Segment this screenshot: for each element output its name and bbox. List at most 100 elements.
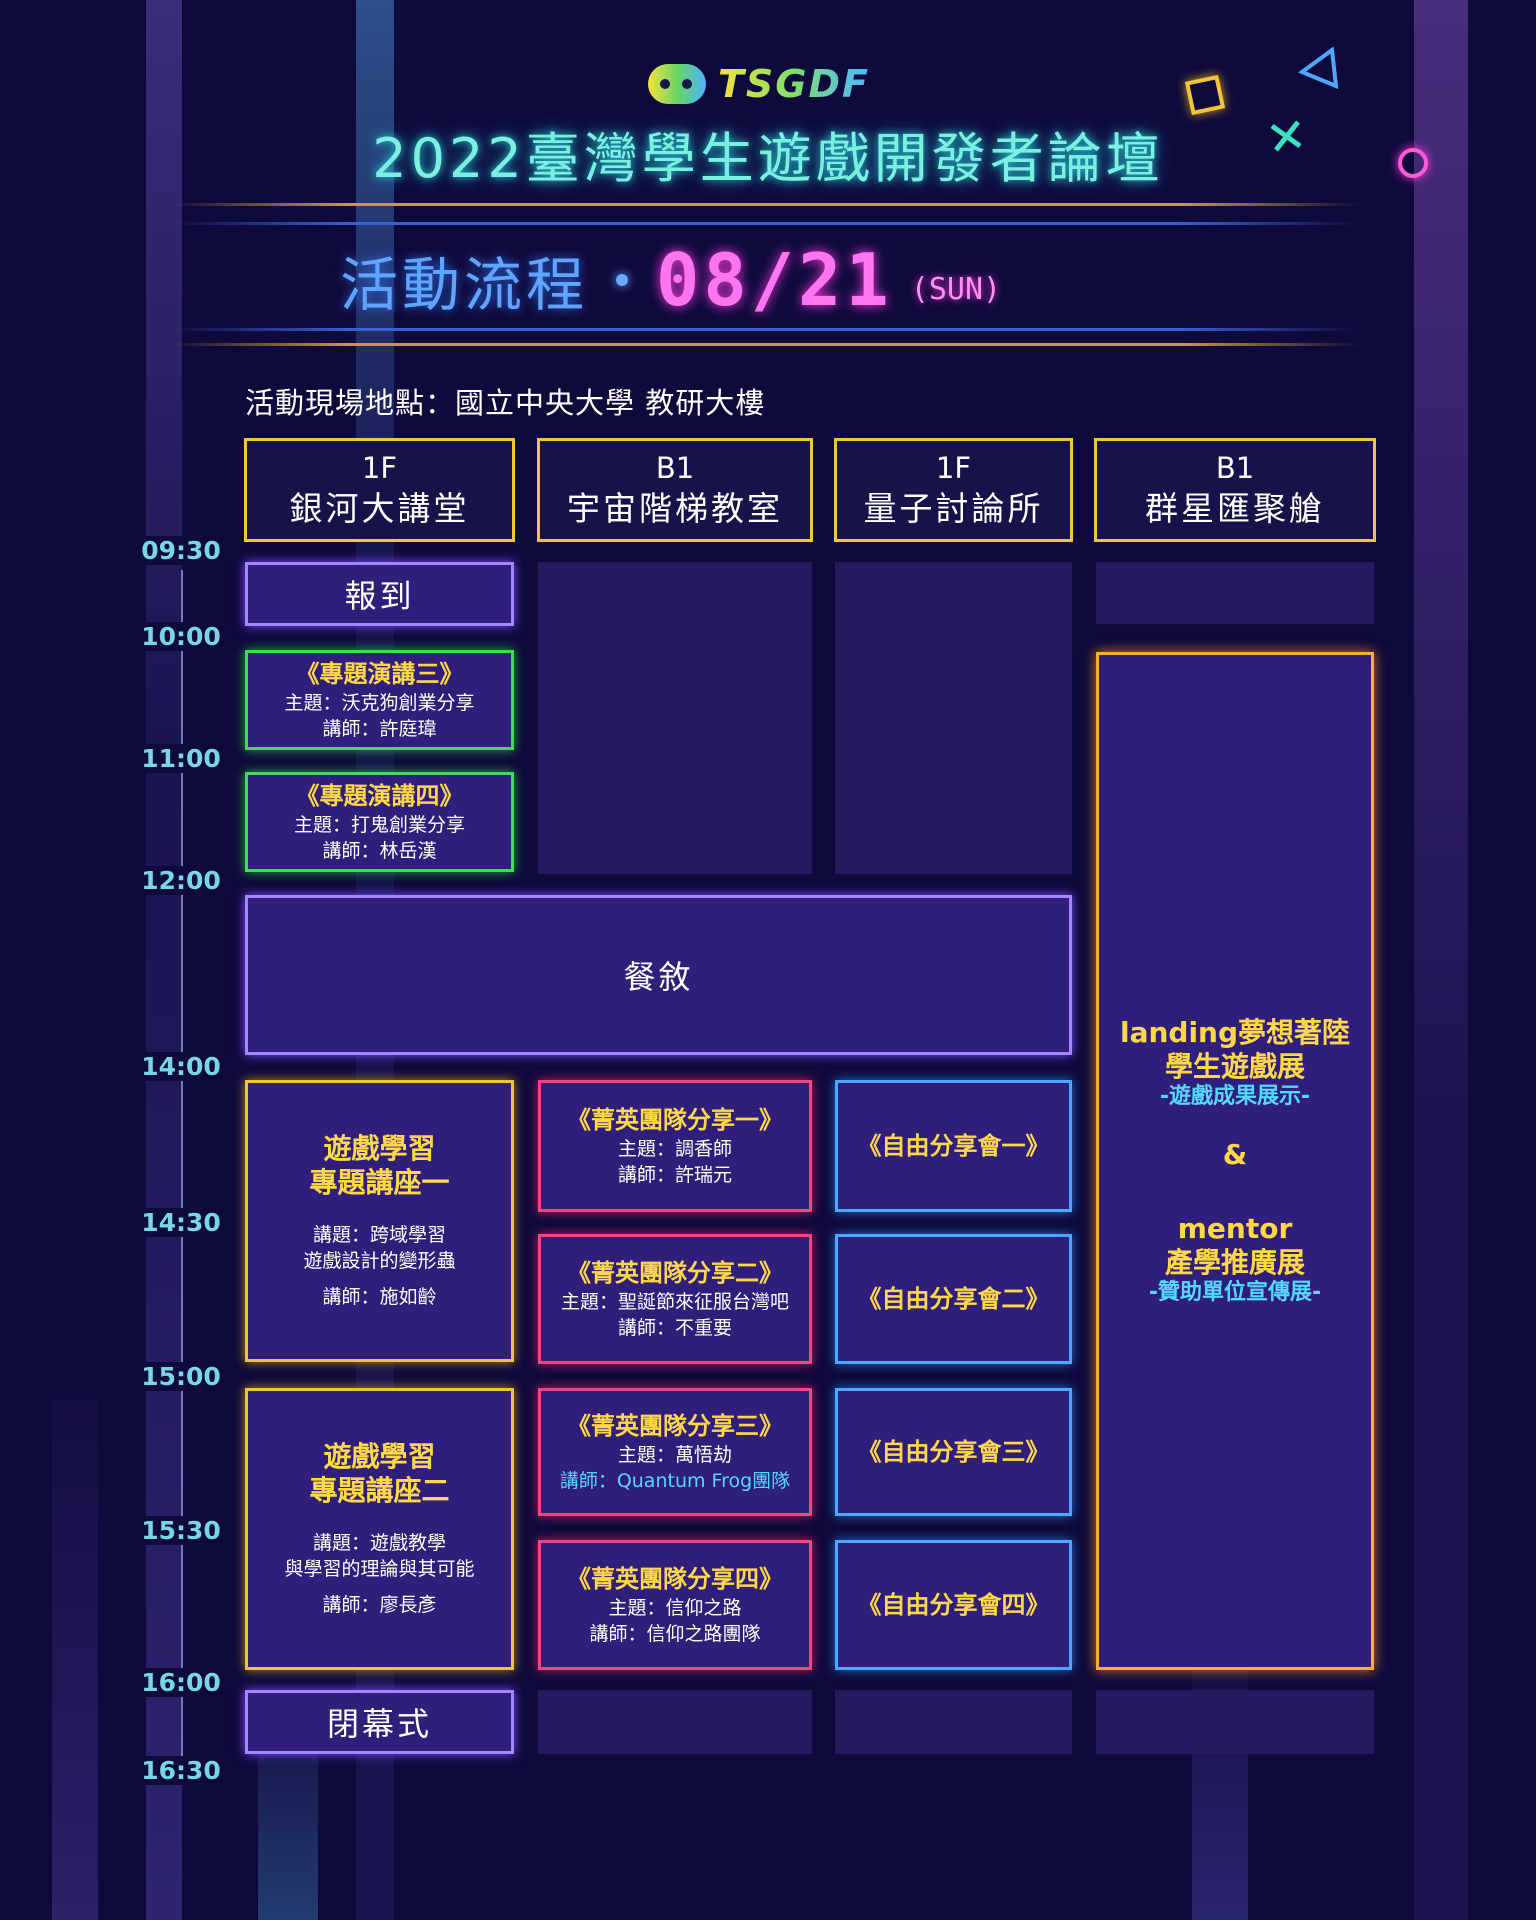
time-label: 14:00 (140, 1052, 222, 1081)
session-topic: 講題：跨域學習 (312, 1224, 446, 1246)
time-label: 11:00 (140, 744, 222, 773)
room-floor: 1F (361, 451, 398, 485)
subtitle-date: 08/21 (656, 238, 893, 322)
session-title: 《菁英團隊分享四》 (567, 1565, 783, 1593)
empty-slot (1096, 562, 1374, 624)
session-title: 《自由分享會三》 (857, 1438, 1050, 1466)
session-topic: 遊戲設計的變形蟲 (303, 1250, 456, 1272)
logo-text: TSGDF (718, 62, 870, 106)
time-label: 09:30 (140, 536, 222, 565)
session-title: 《專題演講三》 (295, 660, 464, 688)
session-lunch: 餐敘 (245, 895, 1072, 1055)
session-lecture1: 遊戲學習 專題講座一 講題：跨域學習 遊戲設計的變形蟲 講師：施如齡 (245, 1080, 514, 1362)
room-name: 群星匯聚艙 (1145, 489, 1325, 528)
empty-slot (835, 1690, 1072, 1754)
session-free-4: 《自由分享會四》 (835, 1540, 1072, 1670)
bg-stripe (1414, 0, 1468, 1920)
session-label: 閉幕式 (326, 1705, 432, 1743)
subtitle-day: (SUN) (910, 271, 1002, 307)
room-floor: B1 (655, 451, 695, 485)
room-header-4: B1 群星匯聚艙 (1094, 438, 1376, 542)
session-topic: 講題：遊戲教學 (312, 1532, 446, 1554)
session-title: 《菁英團隊分享一》 (567, 1106, 783, 1134)
session-topic: 主題：沃克狗創業分享 (284, 692, 475, 714)
expo-subtitle: -遊戲成果展示- (1159, 1084, 1311, 1109)
page-title: 2022臺灣學生遊戲開發者論壇 (372, 126, 1164, 190)
divider (170, 203, 1360, 206)
empty-slot (1096, 1690, 1374, 1754)
empty-slot (835, 562, 1072, 874)
room-name: 宇宙階梯教室 (567, 489, 783, 528)
session-speaker: 講師：施如齡 (322, 1286, 437, 1308)
session-speaker: 講師：許瑞元 (617, 1164, 732, 1186)
divider (170, 343, 1360, 346)
time-label: 14:30 (140, 1208, 222, 1237)
bg-stripe (52, 1400, 98, 1920)
expo-title: 產學推廣展 (1164, 1246, 1305, 1279)
time-label: 15:30 (140, 1516, 222, 1545)
dot-icon (616, 274, 629, 286)
venue-text: 活動現場地點：國立中央大學 教研大樓 (245, 386, 766, 420)
session-closing: 閉幕式 (245, 1690, 514, 1754)
room-name: 量子討論所 (863, 489, 1044, 528)
expo-title: mentor (1177, 1212, 1293, 1245)
session-speaker: 講師：Quantum Frog團隊 (559, 1470, 791, 1492)
expo-subtitle: -贊助單位宣傳展- (1148, 1280, 1322, 1305)
controller-icon (648, 64, 706, 104)
session-speaker: 講師：不重要 (617, 1317, 732, 1339)
circle-icon (1398, 148, 1428, 178)
session-talk4: 《專題演講四》 主題：打鬼創業分享 講師：林岳漢 (245, 772, 514, 872)
room-header-2: B1 宇宙階梯教室 (537, 438, 813, 542)
session-speaker: 講師：林岳漢 (322, 840, 437, 862)
time-label: 15:00 (140, 1362, 222, 1391)
session-title: 遊戲學習 (323, 1440, 436, 1473)
session-free-3: 《自由分享會三》 (835, 1388, 1072, 1516)
session-expo: landing夢想著陸 學生遊戲展 -遊戲成果展示- & mentor 產學推廣… (1096, 652, 1374, 1670)
subtitle-label: 活動流程 (340, 251, 589, 319)
session-speaker: 講師：信仰之路團隊 (589, 1623, 761, 1645)
room-floor: 1F (935, 451, 972, 485)
session-title: 《菁英團隊分享三》 (567, 1412, 783, 1440)
session-topic: 主題：聖誕節來征服台灣吧 (560, 1291, 789, 1313)
session-speaker: 講師：廖長彥 (322, 1594, 437, 1616)
session-title: 遊戲學習 (323, 1132, 436, 1165)
time-label: 16:00 (140, 1668, 222, 1697)
session-topic: 主題：調香師 (617, 1138, 732, 1160)
square-icon (1184, 74, 1226, 116)
session-label: 報到 (344, 577, 415, 615)
session-title: 《自由分享會二》 (857, 1285, 1050, 1313)
session-title: 專題講座二 (309, 1474, 450, 1507)
session-elite-3: 《菁英團隊分享三》 主題：萬悟劫 講師：Quantum Frog團隊 (538, 1388, 812, 1516)
logo: TSGDF (648, 62, 908, 106)
session-topic: 主題：信仰之路 (608, 1597, 742, 1619)
subtitle: 活動流程 08/21 (SUN) (340, 238, 1240, 322)
time-label: 12:00 (140, 866, 222, 895)
empty-slot (538, 1690, 812, 1754)
session-free-1: 《自由分享會一》 (835, 1080, 1072, 1212)
session-title: 《菁英團隊分享二》 (567, 1259, 783, 1287)
session-title: 《專題演講四》 (295, 782, 464, 810)
empty-slot (538, 562, 812, 874)
room-floor: B1 (1215, 451, 1255, 485)
time-label: 10:00 (140, 622, 222, 651)
session-title: 《自由分享會一》 (857, 1132, 1050, 1160)
room-name: 銀河大講堂 (289, 489, 470, 528)
session-elite-4: 《菁英團隊分享四》 主題：信仰之路 講師：信仰之路團隊 (538, 1540, 812, 1670)
session-title: 專題講座一 (309, 1166, 450, 1199)
session-free-2: 《自由分享會二》 (835, 1234, 1072, 1364)
session-topic: 主題：萬悟劫 (617, 1444, 732, 1466)
time-axis-line (181, 570, 183, 1765)
expo-ampersand: & (1222, 1138, 1248, 1171)
cross-icon (1270, 120, 1302, 152)
session-lecture2: 遊戲學習 專題講座二 講題：遊戲教學 與學習的理論與其可能 講師：廖長彥 (245, 1388, 514, 1670)
triangle-icon (1297, 46, 1339, 90)
session-topic: 主題：打鬼創業分享 (293, 814, 465, 836)
session-speaker: 講師：許庭瑋 (322, 718, 437, 740)
time-label: 16:30 (140, 1756, 222, 1785)
session-elite-2: 《菁英團隊分享二》 主題：聖誕節來征服台灣吧 講師：不重要 (538, 1234, 812, 1364)
room-header-3: 1F 量子討論所 (834, 438, 1073, 542)
session-elite-1: 《菁英團隊分享一》 主題：調香師 講師：許瑞元 (538, 1080, 812, 1212)
divider (170, 328, 1360, 331)
session-talk3: 《專題演講三》 主題：沃克狗創業分享 講師：許庭瑋 (245, 650, 514, 750)
session-label: 餐敘 (623, 958, 694, 996)
